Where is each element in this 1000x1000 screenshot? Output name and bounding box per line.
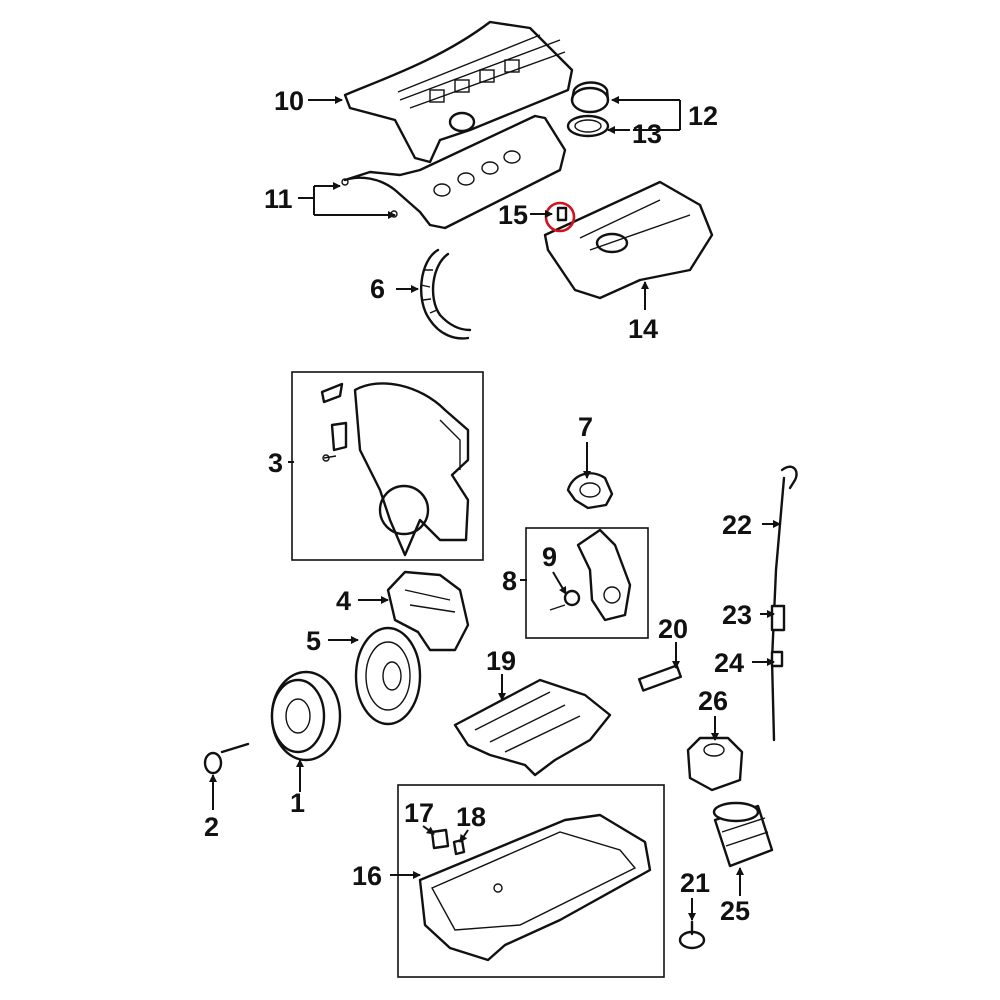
label-21: 21 — [680, 868, 710, 898]
label-4: 4 — [336, 586, 351, 616]
label-10: 10 — [274, 86, 304, 116]
tensioner-box — [525, 527, 649, 639]
label-9: 9 — [542, 542, 557, 572]
oil-pickup-tube — [637, 664, 683, 692]
label-25: 25 — [720, 896, 750, 926]
oil-pan — [418, 813, 652, 962]
crank-sprocket — [354, 626, 422, 726]
label-1: 1 — [290, 788, 305, 818]
oil-filter — [712, 801, 774, 868]
label-13: 13 — [632, 119, 662, 149]
oil-filler-cap — [570, 81, 610, 114]
oil-filler-seal — [566, 114, 610, 138]
label-3: 3 — [268, 448, 283, 478]
label-15: 15 — [498, 200, 528, 230]
timing-cover-box — [291, 371, 484, 561]
drain-plug — [678, 920, 706, 950]
oil-baffle — [453, 678, 612, 777]
label-11: 11 — [264, 184, 293, 214]
label-19: 19 — [486, 646, 516, 676]
label-6: 6 — [370, 274, 385, 304]
timing-cover — [320, 382, 470, 557]
part-labels: 10 11 12 13 15 14 6 3 7 9 8 4 5 20 19 1 … — [204, 86, 752, 926]
label-7: 7 — [578, 412, 593, 442]
valve-cover — [343, 20, 574, 164]
label-2: 2 — [204, 812, 219, 842]
label-16: 16 — [352, 861, 382, 891]
rear-timing-cover — [386, 570, 470, 652]
label-14: 14 — [628, 314, 658, 344]
label-23: 23 — [722, 600, 752, 630]
label-8: 8 — [502, 566, 517, 596]
label-5: 5 — [306, 626, 321, 656]
label-18: 18 — [456, 802, 486, 832]
label-22: 22 — [722, 510, 752, 540]
crank-bolt — [203, 742, 250, 775]
label-24: 24 — [714, 648, 744, 678]
leader-lines — [209, 96, 781, 921]
oil-dipstick — [770, 465, 798, 742]
oil-filter-adapter — [686, 736, 744, 792]
label-17: 17 — [404, 798, 434, 828]
idler-bracket — [566, 472, 614, 510]
oil-pan-box — [397, 784, 665, 978]
label-20: 20 — [658, 614, 688, 644]
engine-cover — [543, 180, 714, 300]
label-12: 12 — [688, 101, 718, 131]
label-26: 26 — [698, 686, 728, 716]
timing-belt — [419, 248, 472, 340]
tensioner — [549, 528, 632, 622]
crank-pulley — [270, 670, 342, 762]
